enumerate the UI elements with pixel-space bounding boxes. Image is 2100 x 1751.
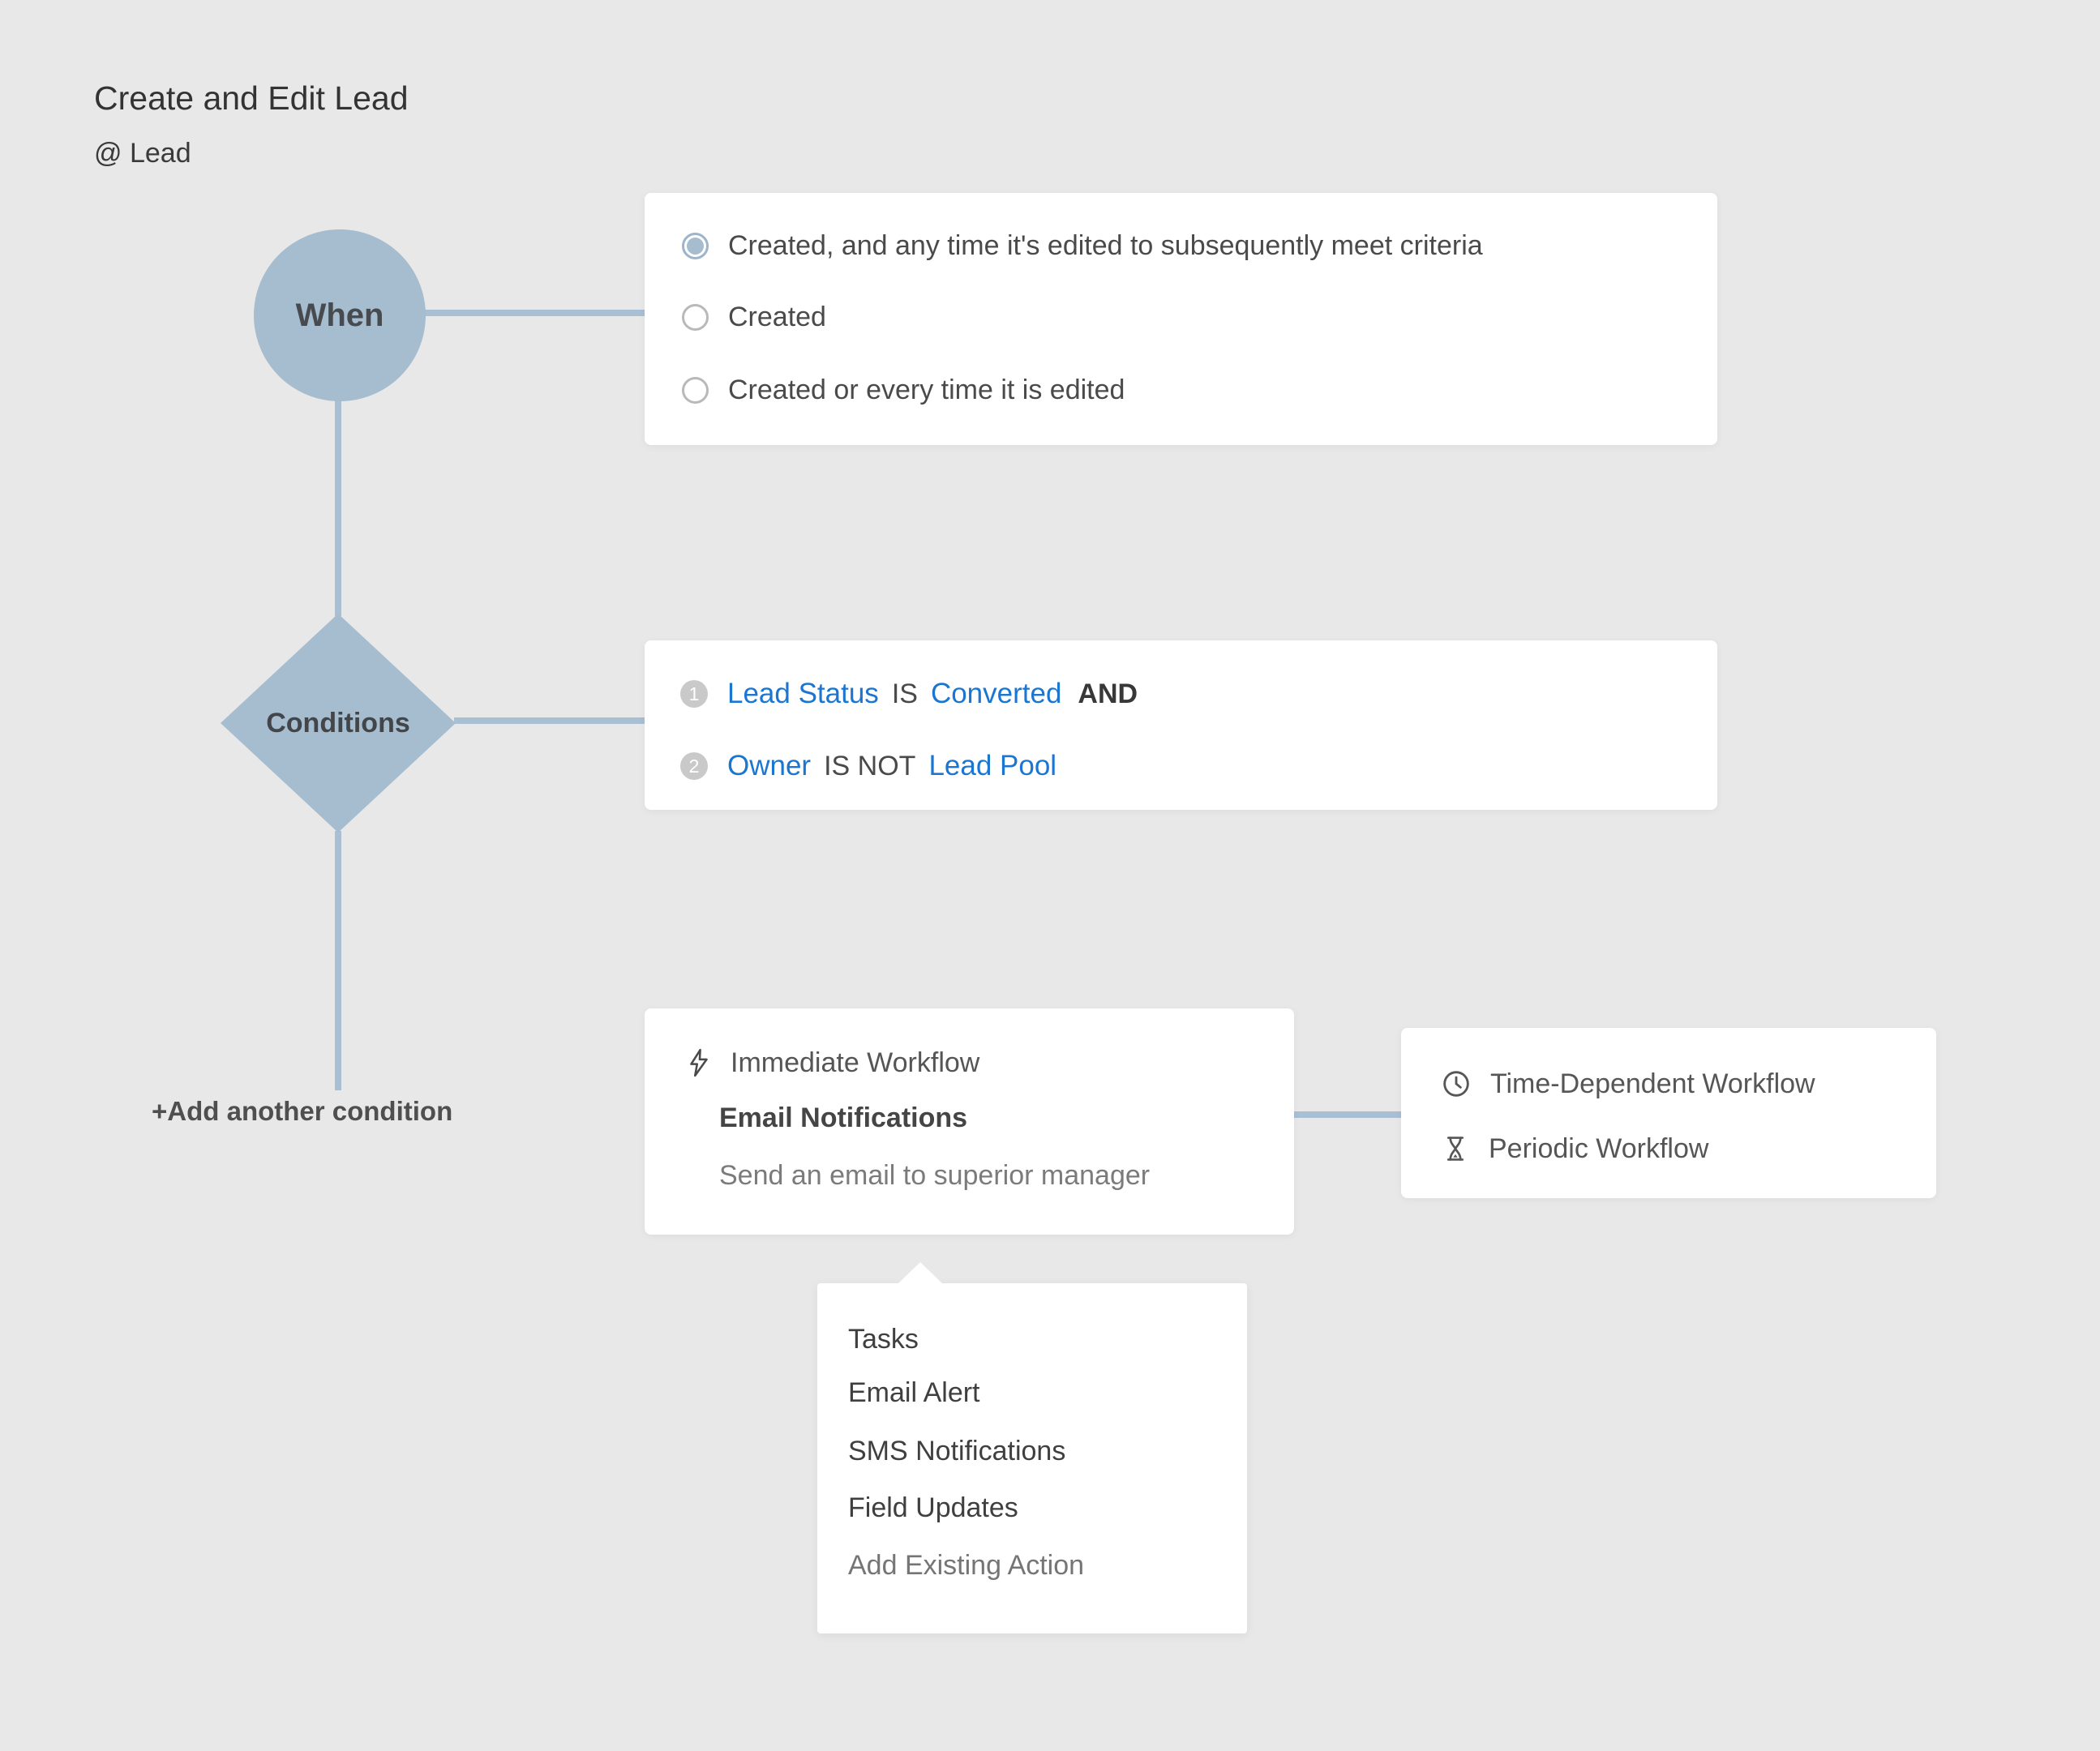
connector-conditions-to-add (335, 831, 341, 1090)
condition-operator: IS NOT (824, 750, 916, 781)
radio-unselected-icon[interactable] (682, 376, 709, 404)
conditions-node-label: Conditions (266, 707, 410, 739)
lightning-icon (684, 1047, 714, 1078)
hourglass-icon (1440, 1133, 1471, 1164)
radio-selected-icon[interactable] (682, 232, 709, 259)
periodic-workflow-label: Periodic Workflow (1489, 1132, 1709, 1164)
condition-number-badge: 2 (680, 752, 708, 780)
when-option-created-and-edited-meet-criteria[interactable]: Created, and any time it's edited to sub… (682, 229, 1483, 262)
condition-value-link[interactable]: Converted (930, 678, 1062, 709)
menu-item-tasks[interactable]: Tasks (848, 1323, 919, 1355)
connector-when-to-conditions (335, 399, 341, 616)
actions-dropdown-menu: Tasks Email Alert SMS Notifications Fiel… (817, 1262, 1247, 1633)
periodic-workflow-item[interactable]: Periodic Workflow (1440, 1131, 1708, 1167)
menu-item-add-existing-action[interactable]: Add Existing Action (848, 1549, 1085, 1581)
add-another-condition-button[interactable]: +Add another condition (152, 1096, 453, 1126)
conditions-node: Conditions (221, 614, 456, 833)
when-node-label: When (295, 297, 384, 333)
time-dependent-workflow-item[interactable]: Time-Dependent Workflow (1440, 1066, 1815, 1102)
immediate-workflow-header: Immediate Workflow (684, 1046, 979, 1080)
when-option-created-or-edited[interactable]: Created or every time it is edited (682, 374, 1125, 406)
email-notifications-label[interactable]: Email Notifications (719, 1102, 968, 1133)
email-action-description: Send an email to superior manager (719, 1160, 1151, 1191)
condition-field-link[interactable]: Owner (727, 750, 812, 781)
clock-icon (1440, 1068, 1472, 1100)
when-option-created[interactable]: Created (682, 301, 826, 333)
time-workflow-panel: Time-Dependent Workflow Periodic Workflo… (1401, 1028, 1936, 1198)
menu-item-sms-notifications[interactable]: SMS Notifications (848, 1435, 1066, 1466)
condition-row: 1 Lead Status IS Converted AND (680, 678, 1138, 710)
condition-conjunction: AND (1078, 678, 1138, 709)
radio-unselected-icon[interactable] (682, 303, 709, 331)
condition-row: 2 Owner IS NOT Lead Pool (680, 750, 1073, 782)
menu-item-email-alert[interactable]: Email Alert (848, 1376, 980, 1408)
page-subtitle: @ Lead (94, 138, 191, 169)
conditions-panel: 1 Lead Status IS Converted AND 2 Owner I… (645, 640, 1717, 810)
diamond-shape-icon (221, 614, 456, 833)
condition-value-link[interactable]: Lead Pool (928, 750, 1057, 781)
when-options-panel: Created, and any time it's edited to sub… (645, 193, 1717, 445)
dropdown-caret-icon (898, 1262, 943, 1284)
menu-item-field-updates[interactable]: Field Updates (848, 1492, 1018, 1523)
connector-when-to-panel (422, 310, 646, 316)
time-dependent-workflow-label: Time-Dependent Workflow (1490, 1068, 1815, 1099)
page-title: Create and Edit Lead (94, 79, 409, 117)
connector-conditions-to-panel (454, 717, 645, 724)
condition-number-badge: 1 (680, 680, 708, 708)
radio-option-label: Created (728, 301, 826, 332)
radio-option-label: Created, and any time it's edited to sub… (728, 229, 1483, 261)
radio-option-label: Created or every time it is edited (728, 374, 1125, 405)
condition-operator: IS (891, 678, 918, 709)
immediate-workflow-title: Immediate Workflow (731, 1047, 980, 1078)
immediate-workflow-card: Immediate Workflow Email Notifications S… (645, 1008, 1294, 1235)
connector-immediate-to-time (1292, 1111, 1403, 1118)
when-node: When (254, 229, 426, 401)
condition-field-link[interactable]: Lead Status (727, 678, 879, 709)
